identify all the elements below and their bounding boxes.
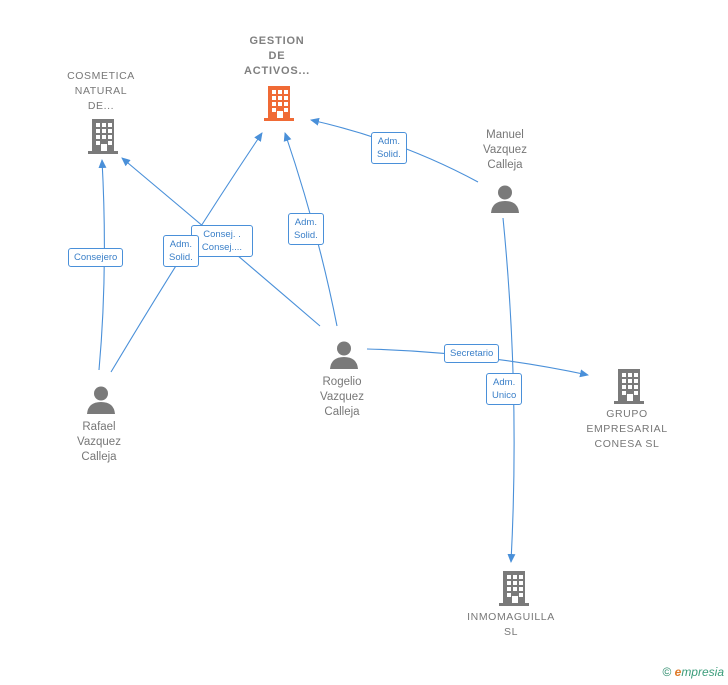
edge-tag-manuel-inmomaguilla[interactable]: Adm. Unico xyxy=(486,373,523,405)
edge-tag-rogelio-grupo[interactable]: Secretario xyxy=(444,344,500,363)
building-icon-grupo[interactable] xyxy=(613,368,645,404)
person-icon-manuel[interactable] xyxy=(490,184,520,214)
brand-name: mpresia xyxy=(681,665,724,679)
node-label-grupo[interactable]: GRUPO EMPRESARIAL CONESA SL xyxy=(586,408,668,450)
edge-tag-rogelio-cosmetica[interactable]: Consej. . Consej.... xyxy=(191,225,253,257)
brand-e: e xyxy=(674,665,682,679)
edge-rafael-cosmetica xyxy=(98,159,107,371)
person-icon-rogelio[interactable] xyxy=(329,340,359,370)
building-icon-cosmetica[interactable] xyxy=(87,118,119,154)
empresia-watermark: © empresia xyxy=(662,665,724,679)
edge-tag-rafael-cosmetica[interactable]: Consejero xyxy=(68,248,124,267)
copyright-symbol: © xyxy=(662,665,672,679)
node-label-inmomaguilla[interactable]: INMOMAGUILLA SL xyxy=(467,611,555,638)
building-icon-gestion[interactable] xyxy=(263,85,295,121)
edge-tag-manuel-gestion[interactable]: Adm. Solid. xyxy=(371,132,407,164)
person-icon-rafael[interactable] xyxy=(86,385,116,415)
node-label-gestion[interactable]: GESTION DE ACTIVOS... xyxy=(243,35,311,77)
edge-tag-rogelio-gestion[interactable]: Adm. Solid. xyxy=(288,213,324,245)
edge-tag-rafael-gestion[interactable]: Adm. Solid. xyxy=(163,235,199,267)
node-label-rogelio[interactable]: Rogelio Vazquez Calleja xyxy=(320,376,364,418)
building-icon-inmomaguilla[interactable] xyxy=(498,570,530,606)
node-label-rafael[interactable]: Rafael Vazquez Calleja xyxy=(77,421,121,463)
node-label-cosmetica[interactable]: COSMETICA NATURAL DE... xyxy=(67,70,135,112)
node-label-manuel[interactable]: Manuel Vazquez Calleja xyxy=(483,129,527,171)
